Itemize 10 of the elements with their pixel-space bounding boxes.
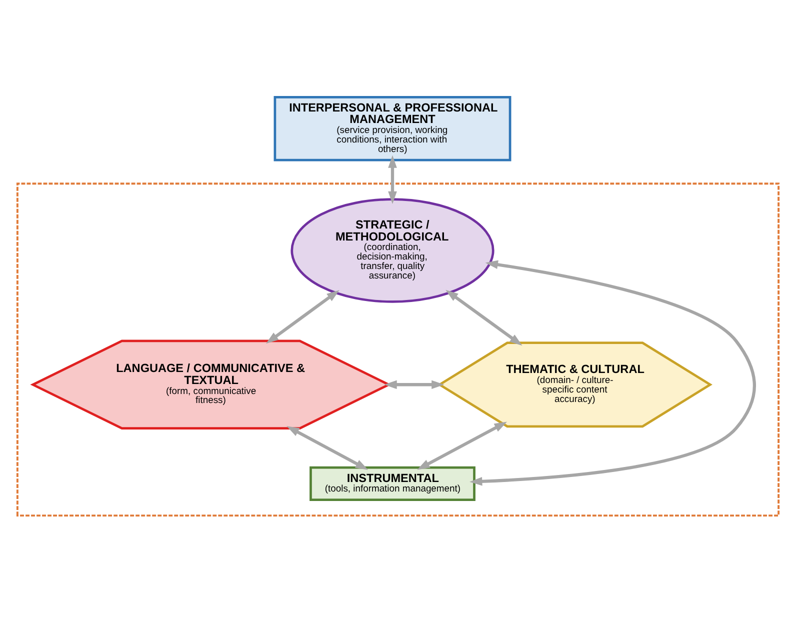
node-box: INTERPERSONAL & PROFESSIONAL MANAGEMENT (service provision, working conditions, interaction with others) xyxy=(274,95,512,161)
arrow xyxy=(470,260,756,486)
arrow xyxy=(388,154,397,204)
arrow xyxy=(286,426,368,470)
arrow xyxy=(446,289,522,346)
arrow xyxy=(417,421,508,470)
arrow xyxy=(384,380,444,389)
node-box: INSTRUMENTAL (tools, information management) xyxy=(310,466,476,501)
cluster xyxy=(16,182,780,516)
arrow xyxy=(266,290,340,344)
